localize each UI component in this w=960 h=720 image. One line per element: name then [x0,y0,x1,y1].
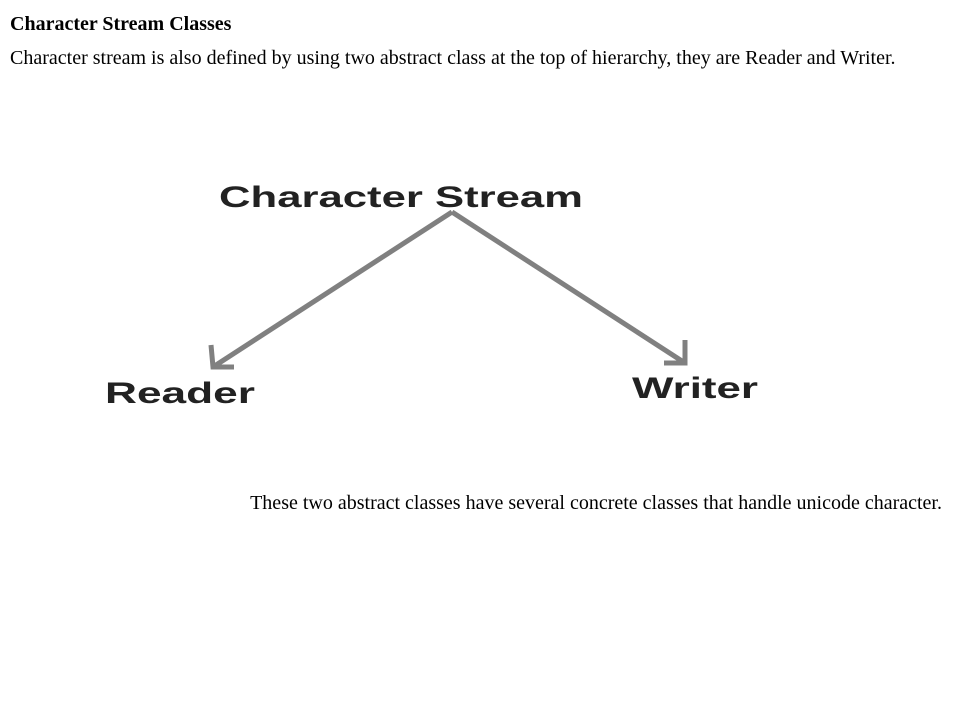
intro-paragraph: Character stream is also defined by usin… [10,47,896,69]
arrow-to-reader-shaft [211,209,454,370]
arrow-to-reader-head [208,344,234,370]
slide-heading: Character Stream Classes [10,13,232,35]
arrow-to-writer-shaft [450,209,687,366]
footer-note: These two abstract classes have several … [250,492,942,514]
child-node-label-reader: Reader [105,377,255,410]
arrow-to-writer-head [664,340,688,366]
hierarchy-diagram: Character Stream Reader Writer [105,181,758,410]
arrow-to-reader [208,209,454,370]
root-node-label: Character Stream [219,181,583,214]
child-node-label-writer: Writer [632,372,758,405]
arrow-to-writer [450,209,688,366]
